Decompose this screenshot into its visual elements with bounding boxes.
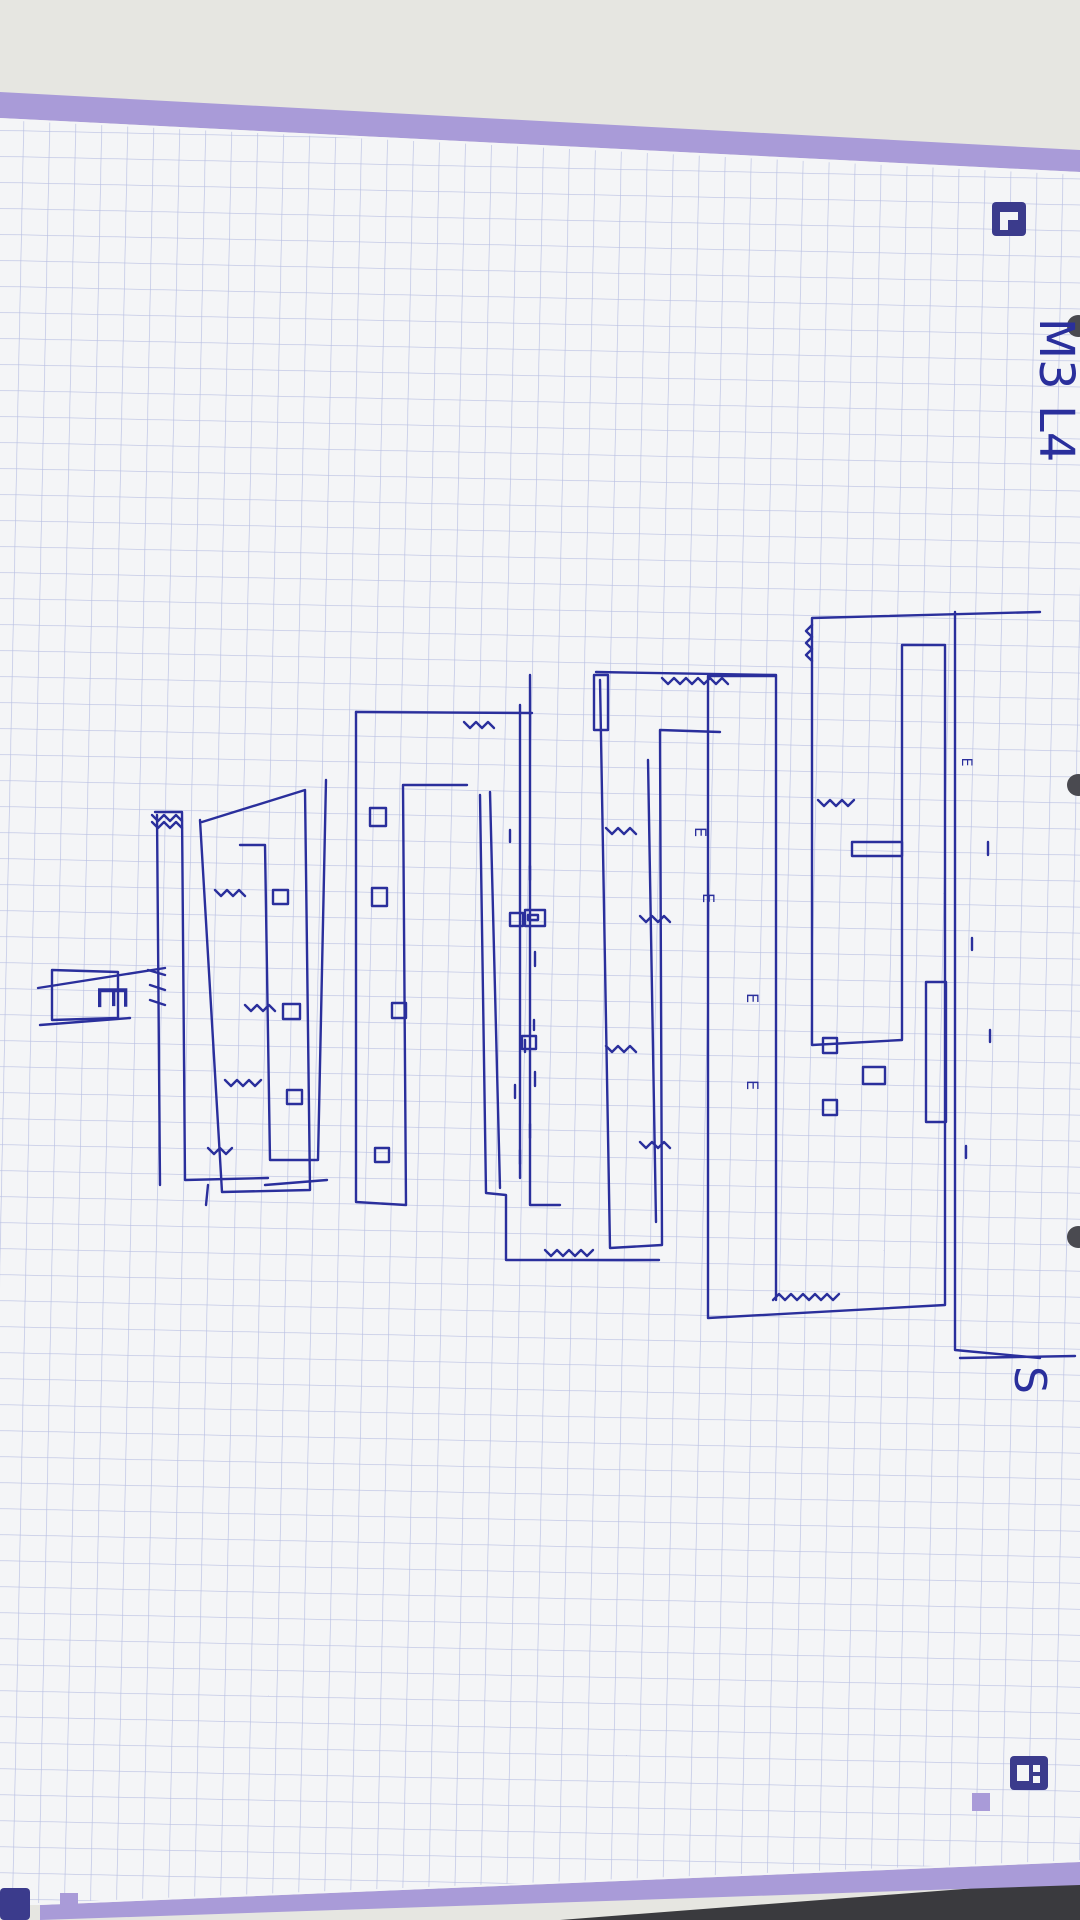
grid-pattern <box>0 120 1080 1903</box>
start-marker: S <box>1004 1366 1055 1394</box>
block-label: E <box>691 827 710 837</box>
exit-label: E <box>88 984 134 1009</box>
folded-corner-icon <box>992 202 1026 236</box>
block-label: E <box>743 1080 762 1090</box>
block-label: E <box>699 893 718 903</box>
block-label: E <box>958 758 974 767</box>
block-label: E <box>743 993 762 1003</box>
sketch-title: M3 L4 <box>1028 318 1080 463</box>
